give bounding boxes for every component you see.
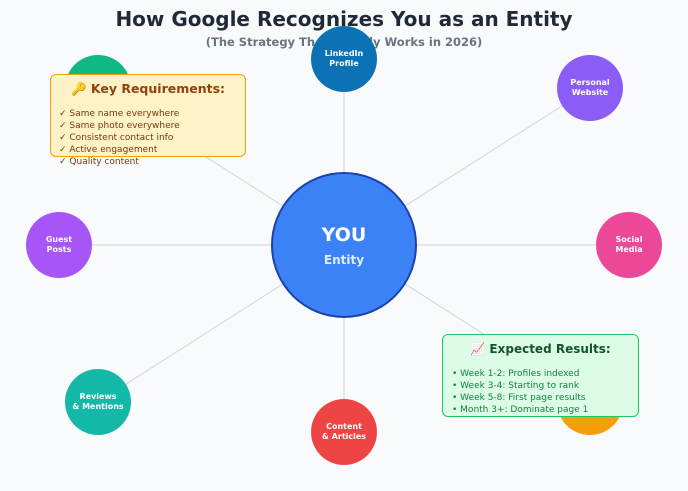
result-item: • Week 1-2: Profiles indexed [452,369,580,379]
node-label: Personal Website [570,78,610,97]
node-label: Guest Posts [45,235,73,254]
center-entity-sublabel: Entity [323,253,365,267]
node-guest-posts: Guest Posts [26,212,92,278]
result-item: • Month 3+: Dominate page 1 [452,405,589,416]
requirement-item: ✓ Consistent contact info [59,133,174,144]
center-entity-circle [271,172,417,318]
requirement-item: ✓ Same name everywhere [59,109,180,119]
node-linkedin: LinkedIn Profile [311,26,377,92]
node-personal-website: Personal Website [557,55,623,121]
node-content: Content & Articles [311,399,377,465]
expected-results-list: • Week 1-2: Profiles indexed • Week 3-4:… [452,368,588,416]
expected-results-card [442,334,639,417]
node-label: Content & Articles [321,422,367,441]
node-social-media: Social Media [596,212,662,278]
requirement-item: ✓ Quality content [59,157,139,168]
center-entity-label: YOU [321,224,367,246]
requirement-item: ✓ Active engagement [59,145,158,156]
node-reviews: Reviews & Mentions [65,369,131,435]
node-label: LinkedIn Profile [324,49,364,68]
key-requirements-title: 🔑 Key Requirements: [70,81,226,96]
requirement-item: ✓ Same photo everywhere [59,121,180,132]
result-item: • Week 5-8: First page results [452,393,586,404]
key-requirements-card [50,74,246,157]
key-requirements-list: ✓ Same name everywhere ✓ Same photo ever… [59,108,180,168]
result-item: • Week 3-4: Starting to rank [452,381,580,392]
node-label: Social Media [615,235,643,254]
expected-results-title: 📈 Expected Results: [470,342,611,356]
node-label: Reviews & Mentions [72,392,124,411]
